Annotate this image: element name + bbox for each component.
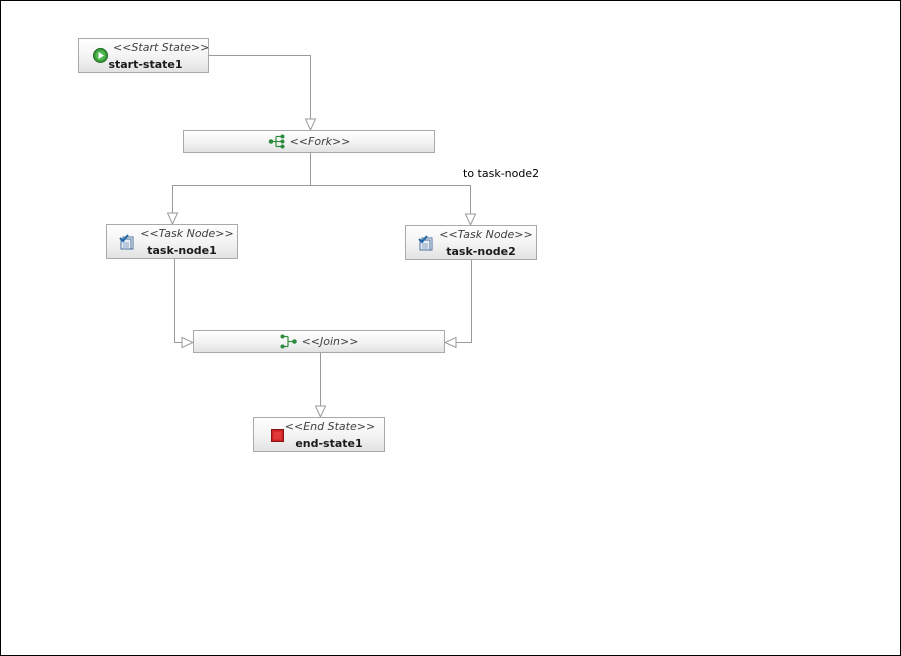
transition-fork-to-task-node2[interactable] <box>310 185 471 226</box>
start-state-node[interactable]: <<Start State>> start-state1 <box>78 38 209 73</box>
play-icon <box>93 48 108 63</box>
node-stereotype: <<Fork>> <box>289 135 351 148</box>
transition-task-node1-to-join[interactable] <box>174 258 194 343</box>
arrowhead-task-node2 <box>464 213 477 227</box>
stop-icon <box>271 429 284 442</box>
node-name: task-node1 <box>147 244 217 257</box>
node-name: end-state1 <box>295 437 363 450</box>
node-stereotype: <<Join>> <box>301 335 359 348</box>
arrowhead-join-left <box>181 336 195 349</box>
arrowhead-fork <box>304 118 317 132</box>
arrowhead-task-node1 <box>166 212 179 226</box>
node-stereotype: <<Task Node>> <box>439 228 533 241</box>
end-state-node[interactable]: <<End State>> end-state1 <box>253 417 385 452</box>
arrowhead-end <box>314 405 327 419</box>
join-icon <box>280 334 297 349</box>
node-name: task-node2 <box>446 245 516 258</box>
task-icon <box>418 235 433 251</box>
fork-node[interactable]: <<Fork>> <box>183 130 435 153</box>
transition-label: to task-node2 <box>463 167 540 180</box>
node-stereotype: <<End State>> <box>284 420 376 433</box>
node-stereotype: <<Task Node>> <box>140 227 234 240</box>
transition-fork-to-task-node1[interactable] <box>172 153 311 224</box>
join-node[interactable]: <<Join>> <box>193 330 445 353</box>
node-name: start-state1 <box>108 58 183 71</box>
fork-icon <box>268 134 285 149</box>
arrowhead-join-right <box>443 336 457 349</box>
task-node1-node[interactable]: <<Task Node>> task-node1 <box>106 224 238 259</box>
task-icon <box>119 234 134 250</box>
node-stereotype: <<Start State>> <box>113 41 210 54</box>
task-node2-node[interactable]: <<Task Node>> task-node2 <box>405 225 537 260</box>
transition-task-node2-to-join[interactable] <box>445 259 472 343</box>
transition-start-to-fork[interactable] <box>209 55 311 131</box>
